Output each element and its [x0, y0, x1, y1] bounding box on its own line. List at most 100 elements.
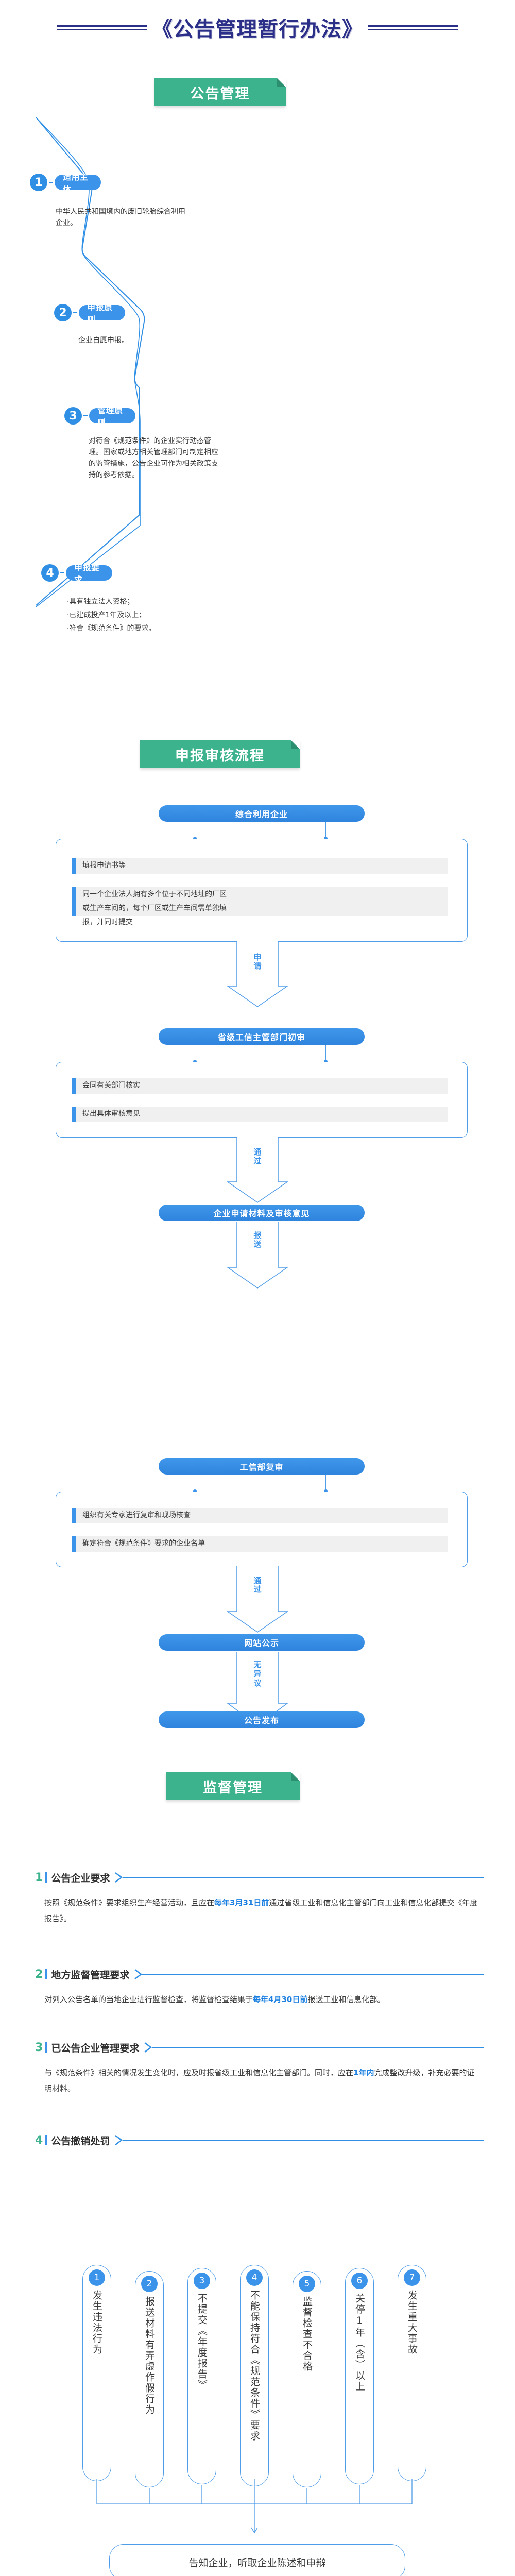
flow-arrow-3: [227, 1222, 288, 1289]
supervision-rule: [142, 1974, 484, 1975]
reason-column-1: 1 发生违法行为: [82, 2265, 111, 2481]
step-body-2: 企业自愿申报。: [78, 336, 129, 345]
flow-arrow-label-2: 通过: [253, 1147, 262, 1165]
flow-detail-row: 填报申请书等: [72, 858, 448, 874]
row-marker-i: [72, 1078, 76, 1094]
section-banner-announcement-label: 公告管理: [190, 86, 250, 102]
divider: [45, 2042, 47, 2053]
reason-text-7: 发生重大事故: [406, 2290, 418, 2355]
step-body-3: 对符合《规范条件》的企业实行动态管 理。国家或地方相关管理部门可制定相应 的监管…: [89, 437, 218, 479]
flow-stage-pill-6: 公告发布: [159, 1711, 365, 1728]
reason-column-7: 7 发生重大事故: [398, 2265, 426, 2481]
step-dash-3: [83, 415, 88, 416]
reason-number-1: 1: [89, 2269, 105, 2286]
connector-curve: [36, 117, 145, 607]
flow-arrow-label-3: 报送: [253, 1231, 262, 1249]
title-rule-right: [368, 24, 458, 31]
flow-stage-pill-3: 企业申请材料及审核意见: [159, 1205, 365, 1221]
reason-number-4: 4: [246, 2269, 263, 2286]
flow-tick-right-2: [325, 1045, 326, 1061]
chevron-right-icon: [134, 1969, 143, 1979]
section-banner-supervision: 监督管理: [166, 1772, 300, 1800]
step-number-4: 4: [41, 564, 59, 582]
step-label-1: 适用主体: [55, 172, 101, 194]
row-marker-ii: [72, 1107, 76, 1122]
reason-text-6: 关停1年（含）以上: [354, 2293, 365, 2392]
supervision-body-1: 按照《规范条件》要求组织生产经营活动，且应在每年3月31日前通过省级工业和信息化…: [44, 1898, 478, 1923]
reason-column-6: 6 关停1年（含）以上: [345, 2268, 374, 2484]
step-label-2: 申报原则: [79, 302, 125, 325]
flow-tick-right-4: [325, 1475, 326, 1491]
divider: [45, 1969, 47, 1979]
section-banner-process-label: 申报审核流程: [175, 748, 265, 764]
supervision-rule: [152, 2047, 484, 2048]
reason-number-6: 6: [351, 2273, 368, 2289]
reason-number-5: 5: [299, 2276, 315, 2292]
flow-detail-row: 组织有关专家进行复审和现场核查: [72, 1508, 448, 1523]
reason-number-2: 2: [141, 2276, 158, 2292]
step-body-1: 中华人民共和国境内的废旧轮胎综合利用 企业。: [56, 208, 185, 227]
supervision-head-1: 1 公告企业要求: [35, 1870, 484, 1885]
step-body-4: ·具有独立法人资格； ·已建成投产1年及以上； ·符合《规范条件》的要求。: [67, 598, 156, 633]
page-title-bar: 《公告管理暂行办法》: [0, 9, 515, 45]
flow-arrow-1: [227, 941, 288, 1007]
step-label-3: 管理原则: [89, 405, 135, 428]
chevron-right-icon: [144, 2042, 152, 2053]
flow-arrow-label-5: 无异议: [253, 1660, 262, 1688]
reason-column-3: 3 不提交《年度报告》: [187, 2268, 216, 2484]
section-banner-process: 申报审核流程: [140, 740, 300, 768]
chevron-right-icon: [115, 2135, 123, 2145]
flow-detail-row: 会同有关部门核实: [72, 1078, 448, 1094]
step-dash-4: [60, 572, 64, 573]
flow-detail-box-2: [56, 1062, 468, 1138]
reason-text-3: 不提交《年度报告》: [196, 2293, 208, 2391]
step-number-3: 3: [64, 407, 82, 425]
supervision-head-4: 4 公告撤销处罚: [35, 2133, 484, 2147]
row-marker-i: [72, 858, 76, 874]
outcome-box-notify: 告知企业，听取企业陈述和申辩: [109, 2544, 405, 2576]
section-banner-announcement: 公告管理: [154, 78, 286, 106]
row-marker-ii: [72, 1536, 76, 1552]
reason-text-1: 发生违法行为: [91, 2290, 102, 2355]
supervision-rule: [123, 2140, 484, 2141]
flow-stage-pill-4: 工信部复审: [159, 1458, 365, 1475]
flow-arrow-label-4: 通过: [253, 1576, 262, 1594]
reason-text-5: 监督检查不合格: [301, 2296, 313, 2372]
reason-number-3: 3: [194, 2273, 210, 2289]
flow-stage-pill-2: 省级工信主管部门初审: [159, 1028, 365, 1045]
flow-detail-row: 确定符合《规范条件》要求的企业名单: [72, 1536, 448, 1552]
supervision-body-2: 对列入公告名单的当地企业进行监督检查，将监督检查结果于每年4月30日前报送工业和…: [44, 1995, 385, 2004]
flow-dot-left-2: [193, 1060, 197, 1063]
flow-stage-pill-5: 网站公示: [159, 1634, 365, 1651]
flow-detail-box-4: [56, 1492, 468, 1567]
flow-dot-right-1: [324, 837, 328, 840]
flow-detail-row: 提出具体审核意见: [72, 1107, 448, 1122]
divider: [45, 2135, 47, 2145]
flow-stage-pill-1: 综合利用企业: [159, 805, 365, 822]
flow-arrow-4: [227, 1566, 288, 1633]
divider: [45, 1872, 47, 1883]
flow-dot-right-2: [324, 1060, 328, 1063]
row-marker-i: [72, 1508, 76, 1523]
flow-detail-row: 同一个企业法人拥有多个位于不同地址的厂区 或生产车间的，每个厂区或生产车间需单独…: [72, 887, 448, 926]
flow-arrow-2: [227, 1137, 288, 1203]
chevron-right-icon: [115, 1872, 123, 1883]
step-dash-2: [73, 312, 77, 313]
reason-text-2: 报送材料有弄虚作假行为: [144, 2296, 155, 2415]
row-marker-ii: [72, 887, 76, 916]
supervision-head-3: 3 已公告企业管理要求: [35, 2040, 484, 2055]
reason-column-5: 5 监督检查不合格: [293, 2271, 321, 2487]
flow-dot-left-4: [193, 1489, 197, 1493]
reason-column-4: 4 不能保持符合《规范条件》要求: [240, 2265, 269, 2486]
step-number-1: 1: [30, 174, 47, 191]
supervision-body-3: 与《规范条件》相关的情况发生变化时，应及时报省级工业和信息化主管部门。同时，应在…: [44, 2068, 475, 2093]
flow-dot-left-1: [193, 837, 197, 840]
supervision-head-2: 2 地方监督管理要求: [35, 1967, 484, 1981]
flow-dot-right-4: [324, 1489, 328, 1493]
flow-arrow-label-1: 申请: [253, 953, 262, 971]
supervision-rule: [123, 1877, 484, 1878]
step-number-2: 2: [54, 304, 72, 321]
flow-tick-right-1: [325, 822, 326, 838]
step-label-4: 申报要求: [66, 563, 112, 585]
reason-merge-bus: [96, 2479, 413, 2534]
